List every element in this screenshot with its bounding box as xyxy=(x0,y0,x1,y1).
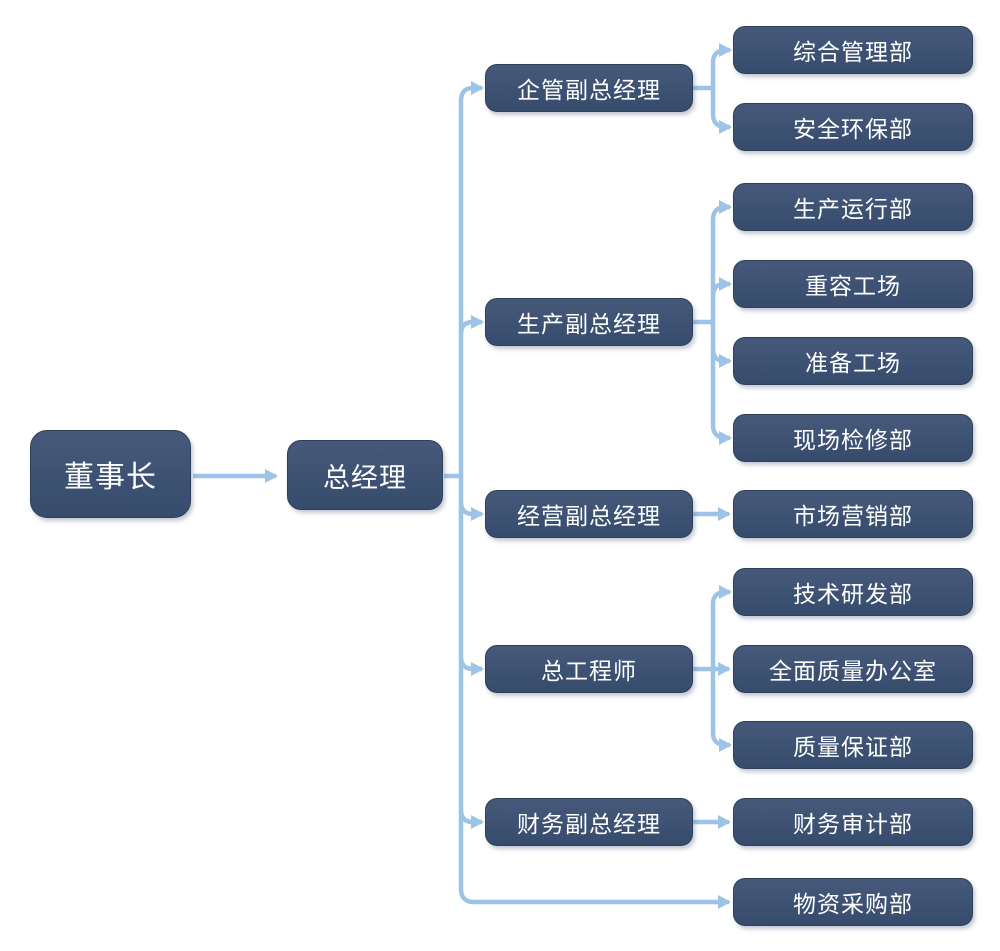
node-dept-total-quality-office: 全面质量办公室 xyxy=(733,645,973,693)
node-manager-production: 生产副总经理 xyxy=(485,298,693,346)
node-dept-field-maintenance: 现场检修部 xyxy=(733,414,973,462)
connector-trunk-to-manager-shengchan xyxy=(458,315,484,335)
node-dept-heavy-vessel-workshop: 重容工场 xyxy=(733,260,973,308)
node-dept-safety-environment: 安全环保部 xyxy=(733,103,973,151)
connector-shengchan-to-zhongrong xyxy=(710,277,732,297)
connector-qiguan-to-zonghe xyxy=(710,43,732,88)
connector-shengchan-to-yunxing xyxy=(710,200,732,322)
connector-trunk-to-chief-engineer xyxy=(458,656,484,676)
node-dept-general-management: 综合管理部 xyxy=(733,26,973,74)
node-chairman: 董事长 xyxy=(30,430,191,518)
node-manager-enterprise: 企管副总经理 xyxy=(485,64,693,112)
node-dept-quality-assurance: 质量保证部 xyxy=(733,721,973,769)
node-dept-production-operation: 生产运行部 xyxy=(733,183,973,231)
connector-shengchan-to-zhunbei xyxy=(710,348,732,368)
connector-zonggong-to-zhiliang xyxy=(710,669,732,752)
node-dept-materials-procurement: 物资采购部 xyxy=(733,878,973,926)
node-dept-preparation-workshop: 准备工场 xyxy=(733,337,973,385)
node-dept-tech-rd: 技术研发部 xyxy=(733,568,973,616)
node-manager-operations: 经营副总经理 xyxy=(485,490,693,538)
node-chief-engineer: 总工程师 xyxy=(485,645,693,693)
connector-qiguan-to-anquan xyxy=(710,88,732,134)
connector-trunk-to-manager-jingying xyxy=(458,501,484,521)
connector-shengchan-to-xianchang xyxy=(710,322,732,445)
connector-trunk-to-manager-caiwu xyxy=(458,809,484,829)
node-dept-marketing: 市场营销部 xyxy=(733,490,973,538)
node-general-manager: 总经理 xyxy=(287,440,443,510)
connector-trunk-to-manager-qiguan xyxy=(458,81,484,476)
node-dept-finance-audit: 财务审计部 xyxy=(733,798,973,846)
connector-zonggong-to-jishu xyxy=(710,585,732,669)
node-manager-finance: 财务副总经理 xyxy=(485,798,693,846)
